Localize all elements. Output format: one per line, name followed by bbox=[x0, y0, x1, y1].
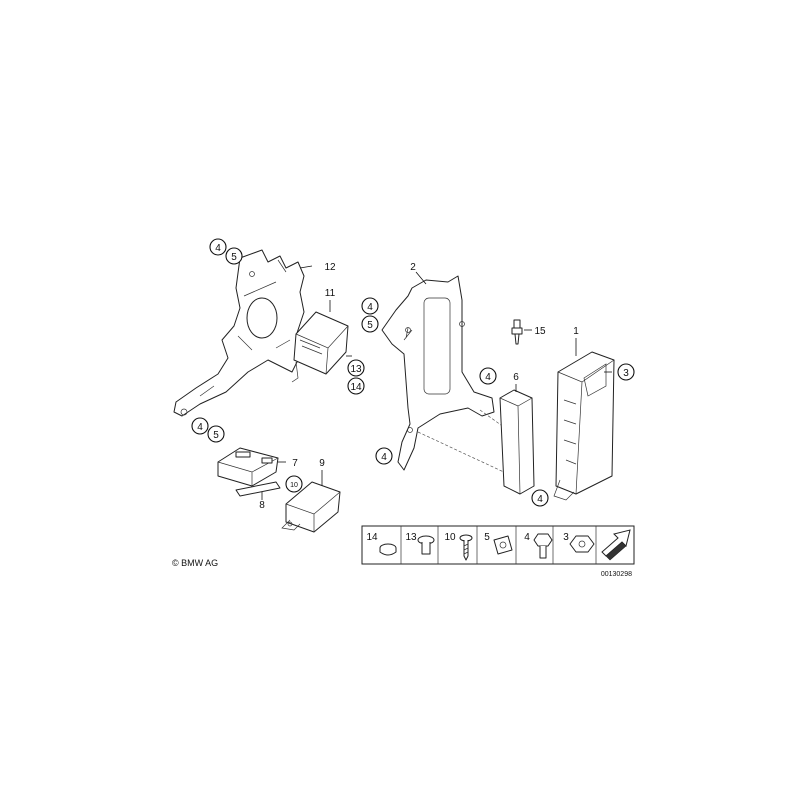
callout-4: 4 bbox=[209, 238, 227, 256]
svg-text:13: 13 bbox=[350, 364, 362, 375]
hardware-label-5: 5 bbox=[484, 532, 490, 543]
svg-text:8: 8 bbox=[259, 500, 265, 511]
svg-text:4: 4 bbox=[215, 243, 221, 254]
callout-14: 14 bbox=[347, 377, 365, 395]
callout-8: 8 bbox=[259, 500, 265, 511]
svg-text:6: 6 bbox=[513, 372, 519, 383]
svg-text:4: 4 bbox=[367, 302, 373, 313]
svg-text:5: 5 bbox=[367, 320, 373, 331]
clip-nut-icon bbox=[493, 535, 513, 555]
module-7 bbox=[217, 447, 286, 487]
svg-text:10: 10 bbox=[444, 532, 456, 543]
svg-text:4: 4 bbox=[485, 372, 491, 383]
svg-text:1: 1 bbox=[573, 326, 579, 337]
svg-text:9: 9 bbox=[319, 458, 325, 469]
svg-text:4: 4 bbox=[537, 494, 543, 505]
svg-text:4: 4 bbox=[381, 452, 387, 463]
hex-bolt-icon bbox=[533, 533, 553, 559]
callout-12: 12 bbox=[324, 262, 336, 273]
svg-text:14: 14 bbox=[366, 532, 378, 543]
callout-4: 4 bbox=[191, 417, 209, 435]
svg-text:5: 5 bbox=[484, 532, 490, 543]
pad-8 bbox=[235, 481, 281, 500]
svg-text:11: 11 bbox=[325, 288, 336, 299]
svg-text:15: 15 bbox=[534, 326, 546, 337]
callout-4: 4 bbox=[479, 367, 497, 385]
control-unit-1 bbox=[553, 338, 615, 501]
svg-text:12: 12 bbox=[324, 262, 336, 273]
svg-text:4: 4 bbox=[524, 532, 530, 543]
module-6 bbox=[499, 384, 535, 495]
hardware-label-13: 13 bbox=[405, 532, 417, 543]
callout-7: 7 bbox=[292, 458, 298, 469]
callout-4: 4 bbox=[531, 489, 549, 507]
svg-text:4: 4 bbox=[197, 422, 203, 433]
diagram-number: 00130298 bbox=[601, 571, 632, 578]
callout-5: 5 bbox=[225, 247, 243, 265]
callout-6: 6 bbox=[513, 372, 519, 383]
arrow-icon bbox=[601, 529, 631, 561]
callout-10: 10 bbox=[285, 475, 303, 493]
callout-5: 5 bbox=[207, 425, 225, 443]
hex-nut-icon bbox=[569, 535, 595, 553]
hardware-label-14: 14 bbox=[366, 532, 378, 543]
sensor-15 bbox=[511, 319, 532, 345]
callout-4: 4 bbox=[375, 447, 393, 465]
callout-13: 13 bbox=[347, 359, 365, 377]
svg-text:13: 13 bbox=[405, 532, 417, 543]
callout-11: 11 bbox=[325, 288, 336, 299]
svg-text:7: 7 bbox=[292, 458, 298, 469]
torx-bolt-icon bbox=[417, 535, 435, 555]
hardware-strip bbox=[361, 525, 635, 565]
callout-15: 15 bbox=[534, 326, 546, 337]
svg-text:14: 14 bbox=[350, 382, 362, 393]
hardware-label-3: 3 bbox=[563, 532, 569, 543]
svg-text:2: 2 bbox=[410, 262, 416, 273]
svg-text:3: 3 bbox=[623, 368, 629, 379]
grommet-icon bbox=[379, 543, 397, 556]
svg-text:3: 3 bbox=[563, 532, 569, 543]
svg-text:5: 5 bbox=[231, 252, 237, 263]
screw-icon bbox=[459, 534, 473, 561]
module-11 bbox=[293, 300, 352, 375]
module-9 bbox=[281, 470, 341, 533]
bracket-12 bbox=[173, 249, 313, 417]
callout-1: 1 bbox=[573, 326, 579, 337]
svg-text:10: 10 bbox=[290, 482, 298, 489]
copyright-text: © BMW AG bbox=[172, 558, 218, 568]
bracket-2 bbox=[381, 271, 509, 475]
callout-9: 9 bbox=[319, 458, 325, 469]
callout-3: 3 bbox=[617, 363, 635, 381]
callout-5: 5 bbox=[361, 315, 379, 333]
callout-4: 4 bbox=[361, 297, 379, 315]
callout-2: 2 bbox=[410, 262, 416, 273]
svg-text:5: 5 bbox=[213, 430, 219, 441]
hardware-label-10: 10 bbox=[444, 532, 456, 543]
hardware-label-4: 4 bbox=[524, 532, 530, 543]
